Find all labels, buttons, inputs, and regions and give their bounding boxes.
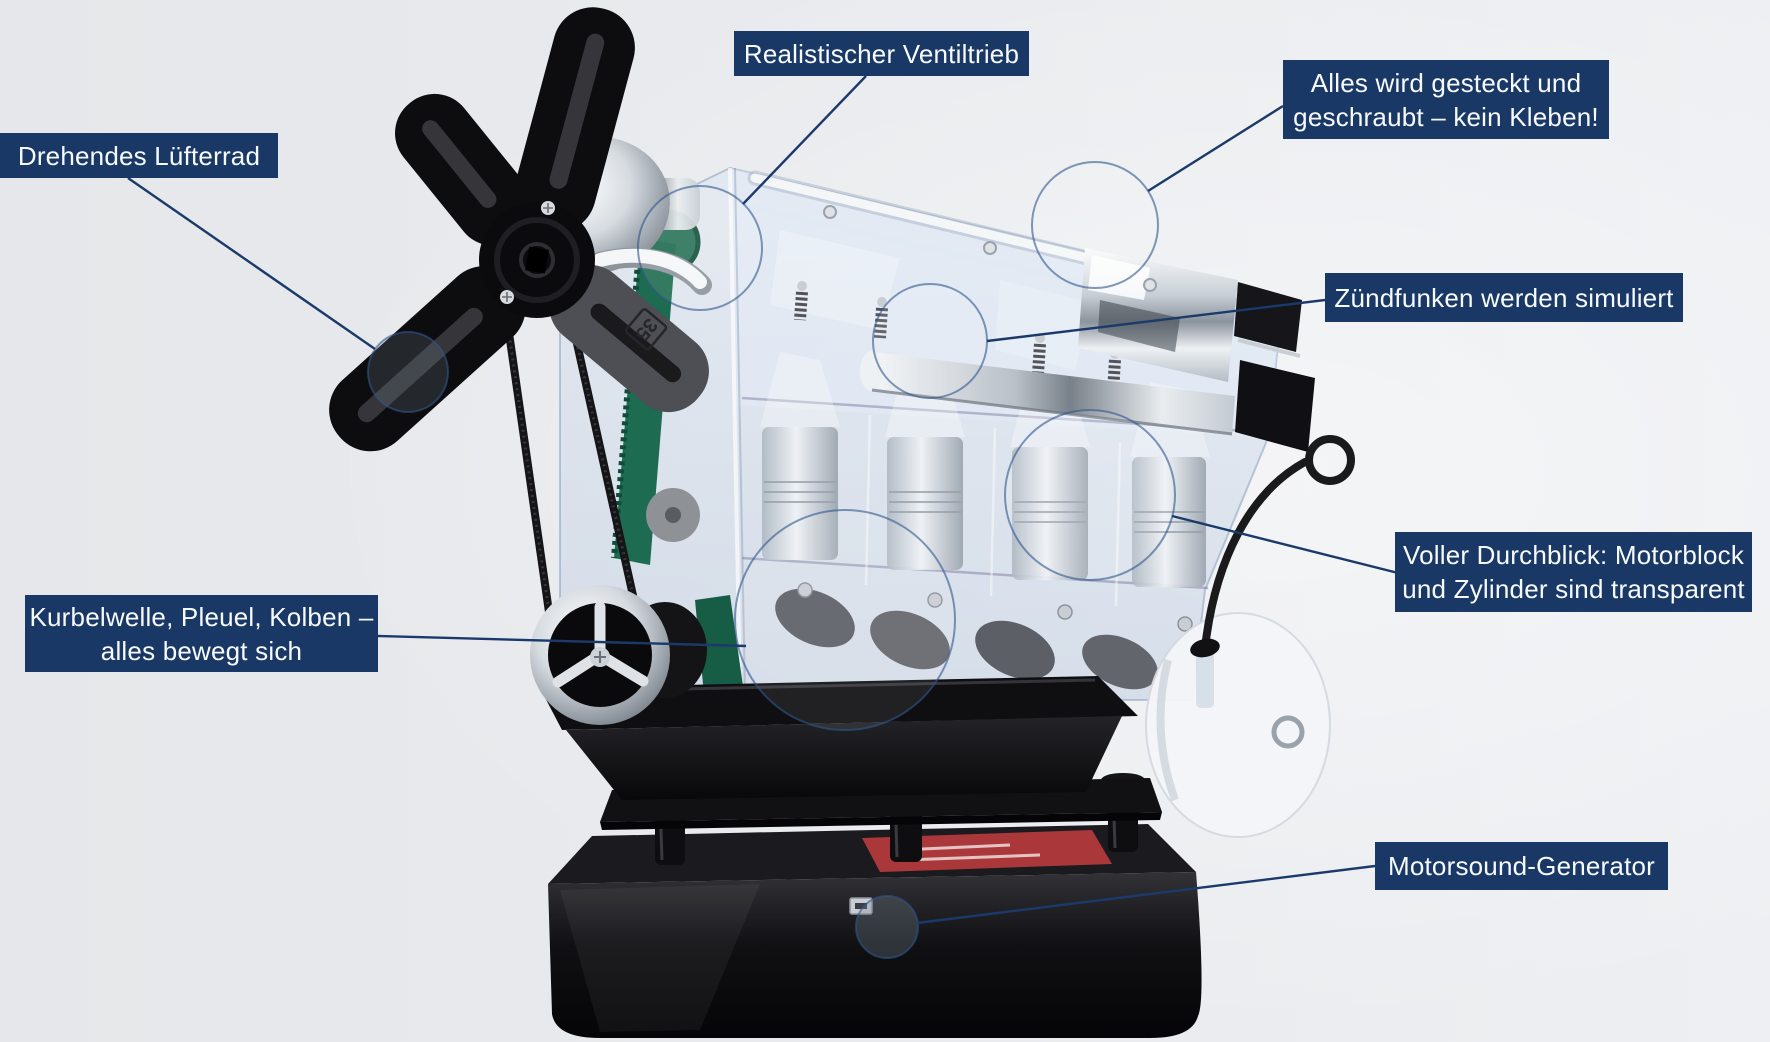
leader-luefterrad xyxy=(127,177,376,350)
highlight-cylinders xyxy=(1004,409,1176,581)
leader-ventiltrieb xyxy=(742,75,867,205)
crankshaft-webs xyxy=(775,588,1158,690)
callout-text: alles bewegt sich xyxy=(100,635,303,666)
leader-stecken xyxy=(1147,104,1284,193)
fan-blade-bottom xyxy=(329,266,526,452)
cover-screws xyxy=(823,205,1157,292)
callout-text: Drehendes Lüfterrad xyxy=(17,140,261,171)
highlight-sparkplugs xyxy=(872,283,988,399)
leader-kurbelwelle xyxy=(377,634,747,648)
callout-realistischer-ventiltrieb: Realistischer Ventiltrieb xyxy=(734,31,1029,76)
fan-blade-top xyxy=(514,7,635,233)
highlight-soundmodule xyxy=(855,895,919,959)
callout-kurbelwelle: Kurbelwelle, Pleuel, Kolben – alles bewe… xyxy=(25,595,378,672)
callout-voller-durchblick: Voller Durchblick: Motorblock und Zylind… xyxy=(1395,532,1752,612)
sound-connector xyxy=(849,897,873,915)
highlight-fan xyxy=(367,331,449,413)
callout-motorsound-generator: Motorsound-Generator xyxy=(1375,842,1668,890)
callout-text: Alles wird gesteckt und xyxy=(1310,67,1582,98)
idler-disc-center xyxy=(665,507,681,523)
leader-zuendfunken xyxy=(986,298,1326,343)
callout-kein-kleben: Alles wird gesteckt und geschraubt – kei… xyxy=(1283,60,1609,139)
callout-text: geschraubt – kein Kleben! xyxy=(1293,101,1599,132)
leader-lines xyxy=(127,75,1399,925)
callout-text: Zündfunken werden simuliert xyxy=(1334,282,1674,313)
callout-text: Kurbelwelle, Pleuel, Kolben – xyxy=(29,601,374,632)
highlight-crankshaft xyxy=(734,509,956,731)
callout-text: Realistischer Ventiltrieb xyxy=(743,38,1020,69)
callout-drehendes-luefterrad: Drehendes Lüfterrad xyxy=(0,133,278,178)
fan-blade-right: 35 xyxy=(549,264,709,413)
crankcase-bolts xyxy=(797,582,1193,632)
leader-motorsound xyxy=(916,864,1376,925)
oil-pan xyxy=(540,676,1138,800)
highlight-assembly xyxy=(1031,161,1159,289)
hub-screws xyxy=(500,201,555,304)
callout-zuendfunken: Zündfunken werden simuliert xyxy=(1325,273,1683,322)
leader-durchblick xyxy=(1171,514,1399,575)
engine-block xyxy=(559,166,1315,705)
callout-text: und Zylinder sind transparent xyxy=(1402,574,1745,604)
ignition-module xyxy=(1234,282,1315,452)
highlight-circles xyxy=(367,161,1176,959)
rocker-arm-assembly xyxy=(860,248,1238,436)
fan: 35 xyxy=(329,7,709,452)
callout-text: Voller Durchblick: Motorblock xyxy=(1402,540,1745,570)
highlight-valvetrain xyxy=(637,185,763,311)
callout-text: Motorsound-Generator xyxy=(1387,851,1656,881)
spark-plugs xyxy=(794,291,1121,393)
fan-blade-left xyxy=(395,93,533,246)
crankshaft-pulley xyxy=(530,585,707,725)
oil-filter-canister xyxy=(1145,612,1331,838)
